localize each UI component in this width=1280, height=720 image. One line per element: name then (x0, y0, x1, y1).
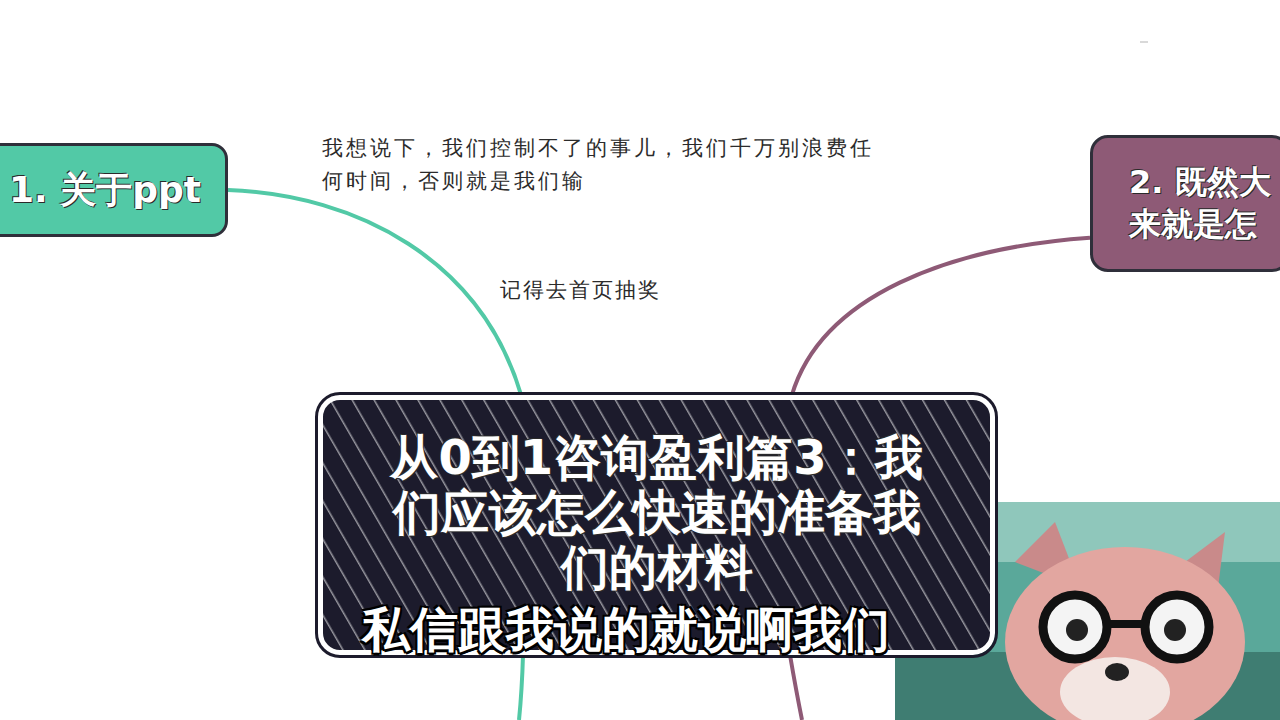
branch-line (790, 655, 802, 720)
text-wrap: 1. 关于ppt (9, 168, 209, 211)
fox-nose (1105, 663, 1129, 681)
glasses (1107, 620, 1145, 628)
fox-eye (1066, 619, 1088, 641)
note-text: 我想说下，我们控制不了的事儿，我们千万别浪费任何时间，否则就是我们输 (322, 132, 897, 197)
fox-muzzle (1060, 657, 1170, 720)
branch-line (519, 655, 523, 720)
fox-eye (1164, 619, 1186, 641)
fox-head (1005, 547, 1245, 720)
glasses (1145, 595, 1209, 659)
note-text: 记得去首页抽奖 (500, 274, 700, 307)
node-text: 1. 关于ppt (9, 168, 209, 211)
text-wrap: 2. 既然大 来就是怎 (1129, 162, 1279, 245)
branch-connector (228, 190, 521, 395)
text-wrap: 从0到1咨询盈利篇3：我们应该怎么快速的准备我们的材料 (384, 430, 929, 596)
node-text: 从0到1咨询盈利篇3：我们应该怎么快速的准备我们的材料 (384, 430, 929, 596)
node-text: 2. 既然大 来就是怎 (1129, 162, 1279, 245)
topic-box: 2. 既然大 来就是怎 (1090, 135, 1280, 272)
glasses (1043, 595, 1107, 659)
branch-connector (792, 238, 1090, 395)
topic-box: 1. 关于ppt (0, 143, 228, 237)
subtitle-text: 私信跟我说的就说啊我们 (362, 598, 962, 662)
speck (1140, 41, 1148, 43)
